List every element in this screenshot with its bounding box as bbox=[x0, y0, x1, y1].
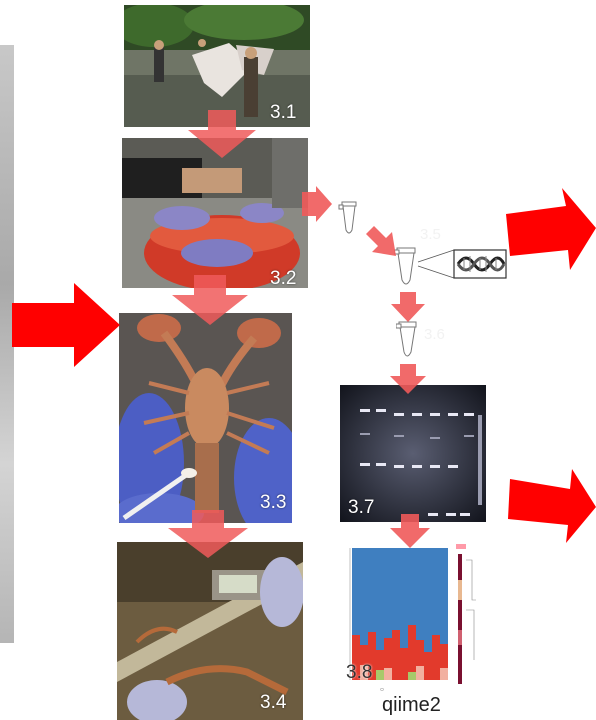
dna-helix-icon bbox=[414, 248, 508, 280]
microcentrifuge-tube-icon-3 bbox=[396, 320, 420, 362]
arrow-3-2-to-3-5 bbox=[302, 186, 332, 222]
big-arrow-right-bottom bbox=[510, 463, 596, 543]
arrow-3-5-down bbox=[366, 226, 396, 256]
photo-lab-handling bbox=[122, 138, 308, 288]
big-arrow-right-top bbox=[506, 188, 596, 270]
step-label-3-2: 3.2 bbox=[270, 268, 296, 290]
step-label-3-3: 3.3 bbox=[260, 492, 286, 514]
step-label-3-1: 3.1 bbox=[270, 102, 296, 124]
step-label-3-8: 3.8 bbox=[346, 662, 372, 684]
qiime2-logo-text: qiime2 bbox=[382, 694, 441, 717]
arrow-3-3-to-3-4 bbox=[168, 510, 248, 558]
step-label-3-6: 3.6 bbox=[424, 326, 445, 343]
big-arrow-left-in bbox=[12, 283, 120, 367]
arrow-3-1-to-3-2 bbox=[188, 110, 256, 158]
arrow-3-5-to-3-6 bbox=[391, 292, 425, 322]
step-label-3-5: 3.5 bbox=[420, 226, 441, 243]
arrow-3-6-to-3-7 bbox=[390, 364, 426, 394]
microcentrifuge-tube-icon-1 bbox=[338, 200, 360, 238]
step-label-3-4: 3.4 bbox=[260, 692, 286, 714]
arrow-3-2-to-3-3 bbox=[172, 275, 248, 325]
step-label-3-7: 3.7 bbox=[348, 497, 374, 519]
arrow-3-7-to-3-8 bbox=[390, 514, 430, 548]
qiime2-logo: qiime2 bbox=[374, 690, 474, 718]
